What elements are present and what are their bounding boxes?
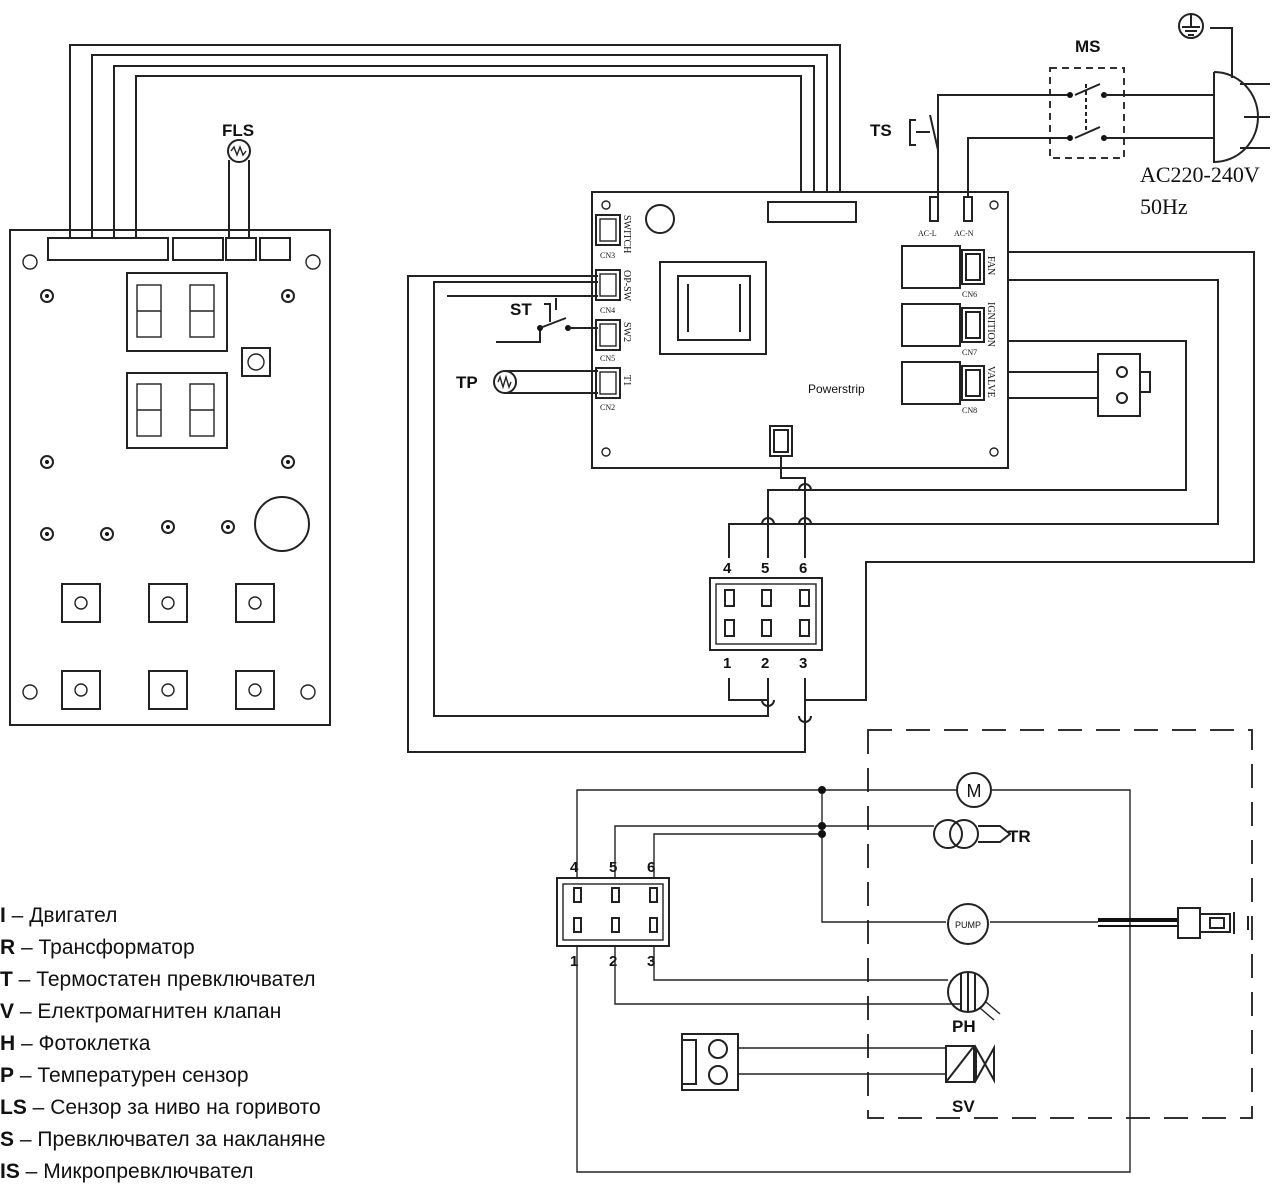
op-sw-label: OP-SW bbox=[621, 270, 632, 302]
valve-label: VALVE bbox=[985, 366, 996, 398]
conn-lower-pin-3: 3 bbox=[647, 953, 655, 970]
sw2-label: SW2 bbox=[621, 322, 632, 342]
pump-symbol: PUMP bbox=[947, 903, 989, 945]
cn3-label: CN3 bbox=[600, 251, 615, 260]
conn-upper-pin-1: 1 bbox=[723, 655, 731, 672]
legend-item: I – Двигател bbox=[0, 904, 118, 927]
conn-lower-pin-1: 1 bbox=[570, 953, 578, 970]
tp-label: TP bbox=[456, 373, 478, 392]
ph-label: PH bbox=[952, 1017, 976, 1036]
conn-upper-pin-3: 3 bbox=[799, 655, 807, 672]
legend-item: H – Фотоклетка bbox=[0, 1032, 151, 1055]
cn6-label: CN6 bbox=[962, 290, 977, 299]
legend-item: LS – Сензор за ниво на горивото bbox=[0, 1096, 321, 1119]
conn-upper-pin-4: 4 bbox=[723, 560, 732, 577]
cn8-label: CN8 bbox=[962, 406, 977, 415]
motor-label: M bbox=[967, 781, 982, 801]
cn7-label: CN7 bbox=[962, 348, 977, 357]
heater-unit: 4 5 6 1 2 3 M TR bbox=[556, 729, 1253, 1173]
legend-item: S – Превключвател за накланяне bbox=[0, 1128, 326, 1151]
legend-item: V – Електромагнитен клапан bbox=[0, 1000, 282, 1023]
igniter-symbol bbox=[1098, 907, 1249, 939]
conn-lower-pin-4: 4 bbox=[570, 859, 579, 876]
powerstrip-board: Powerstrip SWITCH OP-SW SW2 T1 CN3 CN4 C… bbox=[591, 191, 1009, 469]
display-bottom bbox=[126, 372, 228, 449]
conn-lower-pin-6: 6 bbox=[647, 859, 655, 876]
legend-item: T – Термостатен превключвател bbox=[0, 968, 316, 991]
conn-upper-pin-2: 2 bbox=[761, 655, 769, 672]
ms-label: MS bbox=[1075, 37, 1101, 56]
frequency-label: 50Hz bbox=[1140, 194, 1188, 219]
photocell-symbol: PH bbox=[947, 971, 1001, 1036]
fls-sensor: FLS bbox=[222, 121, 254, 238]
ac-l-label: AC-L bbox=[918, 229, 937, 238]
conn-upper-pin-5: 5 bbox=[761, 560, 769, 577]
legend-item: P – Температурен сензор bbox=[0, 1064, 249, 1087]
legend: I – Двигател R – Трансформатор T – Термо… bbox=[0, 900, 400, 1188]
cn2-label: CN2 bbox=[600, 403, 615, 412]
legend-item: R – Трансформатор bbox=[0, 936, 195, 959]
t1-label: T1 bbox=[621, 375, 632, 386]
pump-label: PUMP bbox=[955, 920, 981, 930]
ts-label: TS bbox=[870, 121, 892, 140]
control-panel bbox=[9, 229, 331, 726]
power-rating-label: AC220-240V bbox=[1140, 162, 1260, 187]
switch-label: SWITCH bbox=[621, 215, 632, 253]
conn-lower-pin-5: 5 bbox=[609, 859, 617, 876]
cn5-label: CN5 bbox=[600, 354, 615, 363]
solenoid-valve-symbol: SV bbox=[945, 1044, 995, 1116]
valve-terminal-block bbox=[681, 1033, 739, 1091]
cn4-label: CN4 bbox=[600, 306, 615, 315]
conn-lower-pin-2: 2 bbox=[609, 953, 617, 970]
ac-n-label: AC-N bbox=[954, 229, 974, 238]
fls-label: FLS bbox=[222, 121, 254, 140]
board-wiring bbox=[407, 251, 1255, 753]
led-indicators bbox=[40, 289, 295, 541]
powerstrip-label: Powerstrip bbox=[808, 382, 865, 396]
transformer-symbol: TR bbox=[933, 819, 1031, 849]
ribbon-cable bbox=[69, 44, 841, 238]
st-label: ST bbox=[510, 300, 532, 319]
display-top bbox=[126, 272, 228, 352]
legend-item: IS – Микропревключвател bbox=[0, 1160, 254, 1183]
sv-label: SV bbox=[952, 1097, 975, 1116]
st-switch: ST bbox=[496, 298, 598, 343]
ignition-label: IGNITION bbox=[985, 302, 996, 347]
mains-section: MS TS AC220-240V 50Hz bbox=[870, 13, 1270, 219]
tp-sensor: TP bbox=[456, 370, 598, 394]
motor-symbol: M bbox=[956, 772, 992, 808]
fan-label: FAN bbox=[985, 256, 996, 275]
panel-buttons bbox=[61, 583, 275, 710]
connector-upper: 4 5 6 1 2 3 bbox=[709, 560, 823, 672]
conn-upper-pin-6: 6 bbox=[799, 560, 807, 577]
tr-label: TR bbox=[1008, 827, 1031, 846]
